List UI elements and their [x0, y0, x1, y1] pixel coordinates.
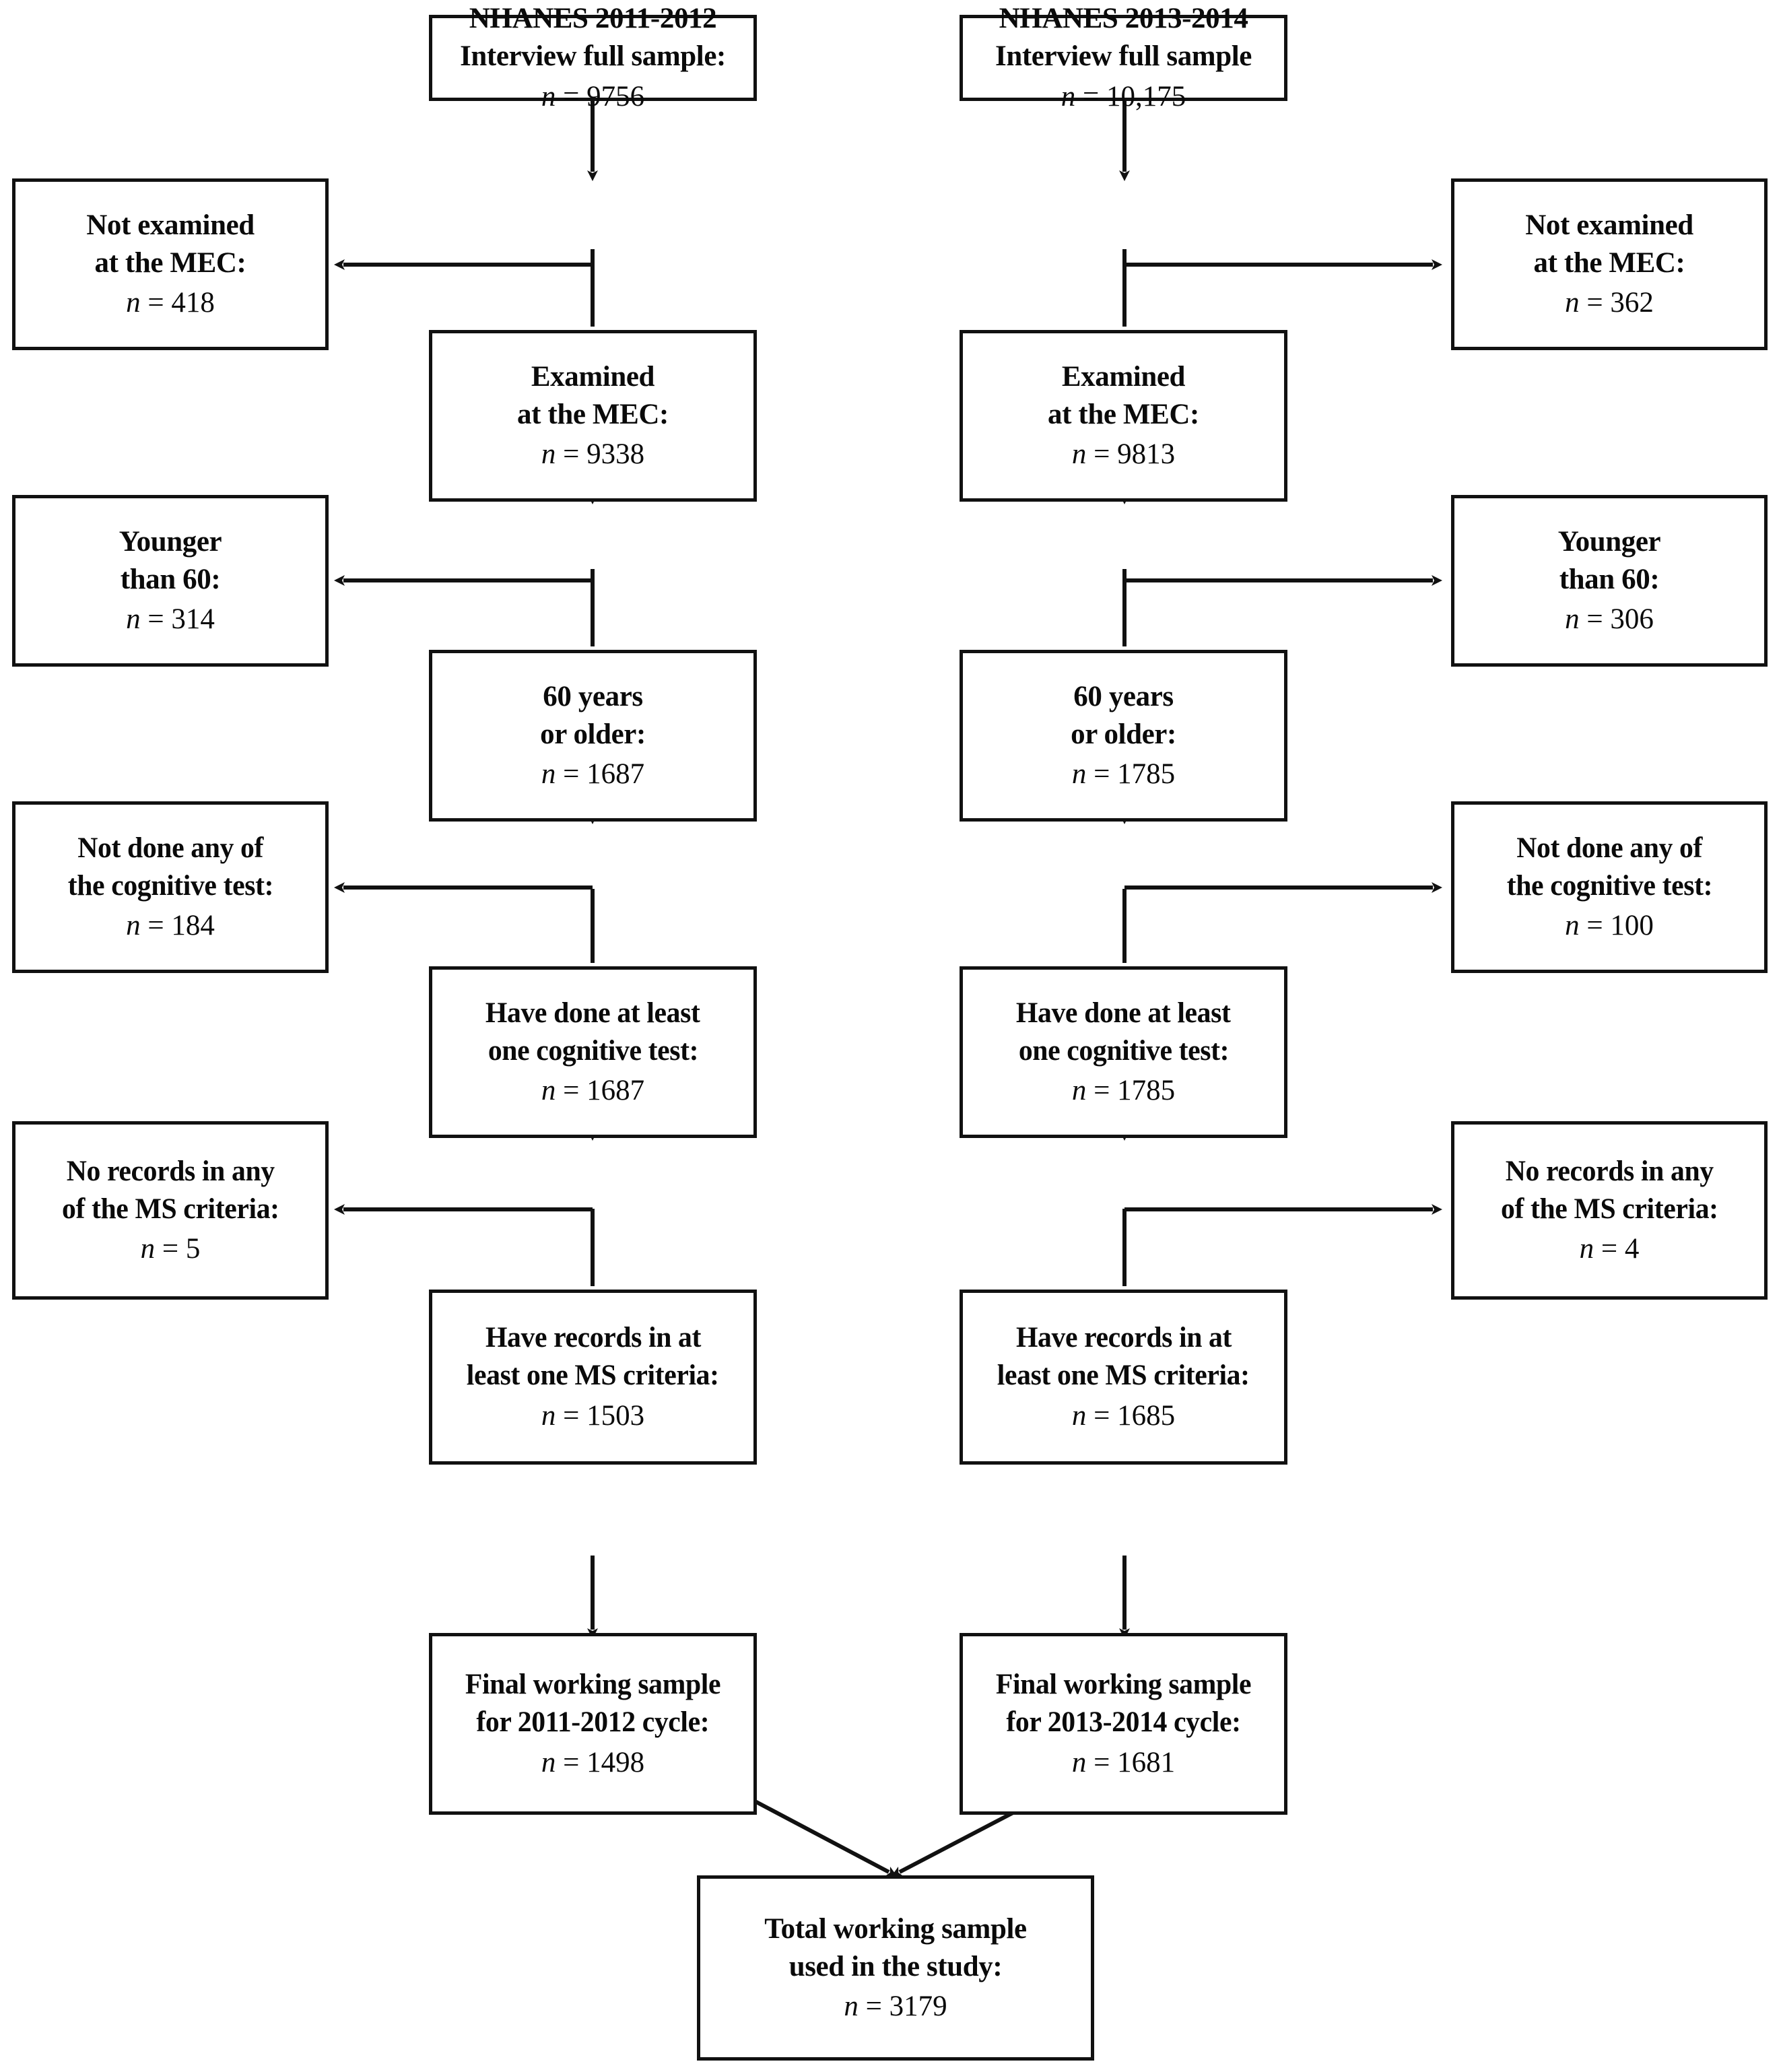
- node-line-2: of the MS criteria:: [61, 1193, 279, 1225]
- node-count: n = 1785: [1071, 758, 1176, 791]
- node-line-1: Have records in at: [485, 1322, 701, 1354]
- node-line-2: used in the study:: [788, 1950, 1003, 1982]
- node-count: n = 362: [1565, 287, 1654, 319]
- node-count: n = 1681: [1071, 1746, 1176, 1778]
- node-line-2: least one MS criteria:: [467, 1360, 719, 1392]
- node-count: n = 10,175: [1061, 80, 1186, 112]
- node-line-2: at the MEC:: [94, 246, 246, 279]
- node-line-1: NHANES 2013-2014: [999, 3, 1248, 35]
- node-right-has-ms-records[interactable]: Have records in at least one MS criteria…: [960, 1290, 1287, 1465]
- node-line-1: Examined: [1061, 360, 1186, 393]
- node-line-2: at the MEC:: [1533, 246, 1685, 279]
- node-excl-left-no-ms-records[interactable]: No records in any of the MS criteria: n …: [12, 1121, 329, 1300]
- node-count: n = 1685: [1071, 1399, 1176, 1432]
- node-line-1: NHANES 2011-2012: [469, 3, 717, 35]
- node-line-2: than 60:: [120, 563, 221, 595]
- node-count: n = 1503: [541, 1399, 645, 1432]
- node-left-has-cognitive-test[interactable]: Have done at least one cognitive test: n…: [429, 966, 757, 1138]
- node-line-1: No records in any: [66, 1155, 275, 1187]
- node-right-60-or-older[interactable]: 60 years or older: n = 1785: [960, 650, 1287, 822]
- node-line-1: Not done any of: [1516, 832, 1702, 864]
- node-line-1: Not examined: [1525, 209, 1693, 241]
- node-count: n = 1687: [541, 758, 645, 791]
- node-line-2: one cognitive test:: [488, 1034, 698, 1067]
- node-count: n = 418: [126, 287, 215, 319]
- node-count: n = 3179: [844, 1991, 947, 2023]
- node-excl-right-no-ms-records[interactable]: No records in any of the MS criteria: n …: [1451, 1121, 1768, 1300]
- node-line-2: or older:: [540, 718, 646, 750]
- node-line-2: Interview full sample: [995, 40, 1252, 73]
- node-left-interview-full-sample[interactable]: NHANES 2011-2012 Interview full sample: …: [429, 3, 757, 112]
- node-line-1: 60 years: [543, 680, 643, 712]
- node-right-interview-full-sample[interactable]: NHANES 2013-2014 Interview full sample n…: [960, 3, 1287, 112]
- node-count: n = 5: [140, 1233, 201, 1265]
- node-right-final-working-sample[interactable]: Final working sample for 2013-2014 cycle…: [960, 1633, 1287, 1815]
- node-right-examined-mec[interactable]: Examined at the MEC: n = 9813: [960, 330, 1287, 502]
- node-right-has-cognitive-test[interactable]: Have done at least one cognitive test: n…: [960, 966, 1287, 1138]
- node-line-1: 60 years: [1073, 680, 1174, 712]
- node-line-1: Total working sample: [764, 1912, 1027, 1945]
- node-left-final-working-sample[interactable]: Final working sample for 2011-2012 cycle…: [429, 1633, 757, 1815]
- node-excl-left-younger-than-60[interactable]: Younger than 60: n = 314: [12, 495, 329, 667]
- node-count: n = 9338: [541, 438, 645, 471]
- node-count: n = 9813: [1071, 438, 1176, 471]
- node-count: n = 4: [1579, 1233, 1640, 1265]
- node-line-2: least one MS criteria:: [997, 1360, 1250, 1392]
- node-line-2: than 60:: [1559, 563, 1660, 595]
- node-count: n = 306: [1565, 603, 1654, 636]
- node-line-2: Interview full sample:: [460, 40, 726, 73]
- node-left-examined-mec[interactable]: Examined at the MEC: n = 9338: [429, 330, 757, 502]
- node-count: n = 314: [126, 603, 215, 636]
- node-count: n = 184: [126, 910, 215, 942]
- node-line-1: No records in any: [1505, 1155, 1714, 1187]
- node-line-1: Final working sample: [465, 1669, 721, 1701]
- node-count: n = 1785: [1071, 1075, 1176, 1107]
- node-line-1: Have done at least: [485, 997, 700, 1029]
- node-line-1: Younger: [1557, 525, 1661, 558]
- node-left-has-ms-records[interactable]: Have records in at least one MS criteria…: [429, 1290, 757, 1465]
- node-line-1: Not examined: [86, 209, 255, 241]
- node-line-2: or older:: [1071, 718, 1176, 750]
- node-line-1: Younger: [119, 525, 222, 558]
- node-line-2: for 2011-2012 cycle:: [476, 1706, 710, 1739]
- node-excl-right-not-examined-mec[interactable]: Not examined at the MEC: n = 362: [1451, 178, 1768, 350]
- node-excl-right-younger-than-60[interactable]: Younger than 60: n = 306: [1451, 495, 1768, 667]
- node-line-1: Not done any of: [77, 832, 263, 864]
- node-line-2: at the MEC:: [517, 398, 669, 430]
- node-count: n = 100: [1565, 910, 1654, 942]
- node-line-1: Have records in at: [1015, 1322, 1232, 1354]
- node-line-1: Have done at least: [1016, 997, 1231, 1029]
- node-excl-left-no-cognitive-test[interactable]: Not done any of the cognitive test: n = …: [12, 801, 329, 973]
- node-line-2: the cognitive test:: [1506, 869, 1712, 902]
- node-left-60-or-older[interactable]: 60 years or older: n = 1687: [429, 650, 757, 822]
- node-count: n = 9756: [541, 80, 645, 112]
- node-count: n = 1687: [541, 1075, 645, 1107]
- node-excl-left-not-examined-mec[interactable]: Not examined at the MEC: n = 418: [12, 178, 329, 350]
- node-line-1: Final working sample: [995, 1669, 1252, 1701]
- node-line-2: one cognitive test:: [1018, 1034, 1229, 1067]
- node-line-2: the cognitive test:: [67, 869, 273, 902]
- node-total-working-sample[interactable]: Total working sample used in the study: …: [697, 1875, 1094, 2061]
- node-line-2: at the MEC:: [1048, 398, 1199, 430]
- node-line-2: of the MS criteria:: [1500, 1193, 1718, 1225]
- node-excl-right-no-cognitive-test[interactable]: Not done any of the cognitive test: n = …: [1451, 801, 1768, 973]
- node-count: n = 1498: [541, 1746, 645, 1778]
- node-line-2: for 2013-2014 cycle:: [1006, 1706, 1241, 1739]
- node-line-1: Examined: [531, 360, 655, 393]
